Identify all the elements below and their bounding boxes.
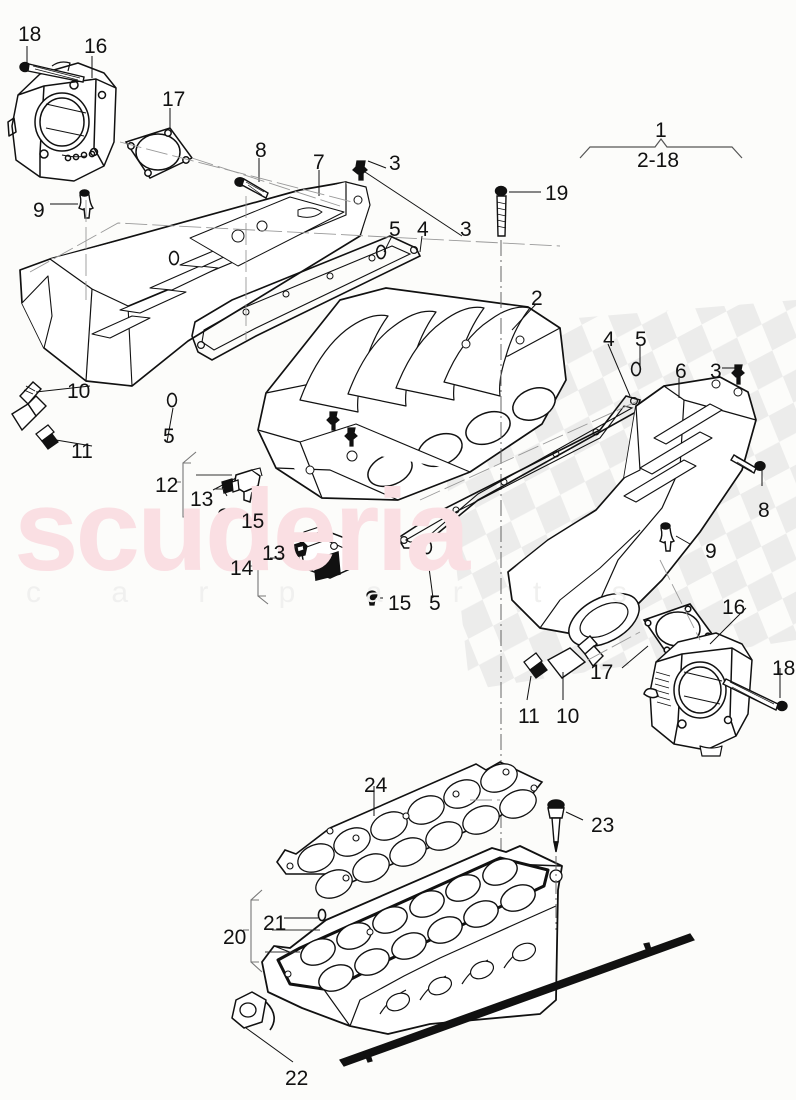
part-callout-5: 5 [429, 592, 441, 615]
bolt-11-left [35, 424, 59, 450]
bolt-8-right [730, 454, 766, 475]
bracket-inner-leaders [196, 474, 320, 953]
bolt-8-upper [234, 176, 269, 199]
part-callout-15: 15 [388, 592, 412, 615]
part-callout-12: 12 [155, 474, 179, 497]
leader-lines [26, 46, 781, 1063]
part-callout-7: 7 [313, 151, 325, 174]
part-callout-16: 16 [84, 35, 108, 58]
bolt-15-upper [218, 508, 230, 524]
stud-bolt-19 [494, 185, 508, 237]
alignment-lines [29, 141, 701, 801]
assembly-bracket-range-label: 2-18 [637, 149, 680, 172]
part-callout-20: 20 [223, 926, 247, 949]
clip-13-lower [291, 541, 308, 558]
part-callout-3: 3 [710, 360, 722, 383]
part-callout-17: 17 [590, 661, 614, 684]
group-brackets [176, 451, 269, 973]
seal-strip-22 [339, 933, 695, 1067]
lower-manifold-20 [231, 845, 563, 1035]
part-callout-23: 23 [591, 814, 615, 837]
throttle-body-right [643, 632, 753, 757]
part-callout-2: 2 [531, 287, 543, 310]
bolt-18-right [722, 678, 788, 712]
part-callout-4: 4 [603, 328, 615, 351]
part-callout-3: 3 [460, 218, 472, 241]
part-callout-21: 21 [263, 912, 287, 935]
intake-manifold-2 [257, 287, 567, 501]
part-callout-18: 18 [772, 657, 796, 680]
pressure-sensor-10-left [11, 381, 47, 432]
part-callout-5: 5 [635, 328, 647, 351]
bolt-23 [547, 799, 565, 853]
part-callout-6: 6 [675, 360, 687, 383]
manifold-cover-6 [507, 376, 757, 648]
bolt-11-right [523, 652, 548, 679]
part-callout-16: 16 [722, 596, 746, 619]
part-callout-9: 9 [705, 540, 717, 563]
part-callout-13: 13 [262, 542, 286, 565]
part-callout-10: 10 [67, 380, 91, 403]
part-callout-22: 22 [285, 1067, 309, 1090]
part-callout-11: 11 [518, 705, 540, 728]
part-callout-5: 5 [389, 218, 401, 241]
gasket-4-left [191, 235, 422, 361]
part-callout-17: 17 [162, 88, 186, 111]
bracket-14 [299, 525, 353, 581]
pressure-sensor-10-right [546, 635, 604, 679]
part-callout-11: 11 [71, 440, 93, 463]
throttle-body-left [7, 61, 117, 182]
gasket-17-right [642, 603, 714, 657]
manifold-cover-7 [19, 181, 371, 387]
dowel-pin-21 [317, 908, 327, 922]
part-callout-19: 19 [545, 182, 569, 205]
vent-valve-3-upper [352, 160, 368, 181]
part-callout-8: 8 [758, 499, 770, 522]
assembly-bracket-1 [579, 138, 743, 159]
part-callout-10: 10 [556, 705, 580, 728]
part-callout-15: 15 [241, 510, 265, 533]
part-callout-8: 8 [255, 139, 267, 162]
part-callout-13: 13 [190, 488, 214, 511]
part-callout-14: 14 [230, 557, 254, 580]
part-callout-5: 5 [163, 425, 175, 448]
part-callout-3: 3 [389, 152, 401, 175]
gasket-17-left [124, 127, 194, 179]
vent-valve-3-right [731, 364, 745, 385]
bolt-15-lower [366, 590, 378, 606]
part-callout-4: 4 [417, 218, 429, 241]
gasket-24 [276, 761, 544, 899]
part-callout-18: 18 [18, 23, 42, 46]
check-valve-9-right [659, 522, 676, 552]
part-callout-9: 9 [33, 199, 45, 222]
vent-valve-3-mounted [326, 411, 358, 447]
assembly-bracket-top-label: 1 [655, 119, 667, 142]
part-callout-24: 24 [364, 774, 388, 797]
bracket-12 [233, 467, 263, 503]
